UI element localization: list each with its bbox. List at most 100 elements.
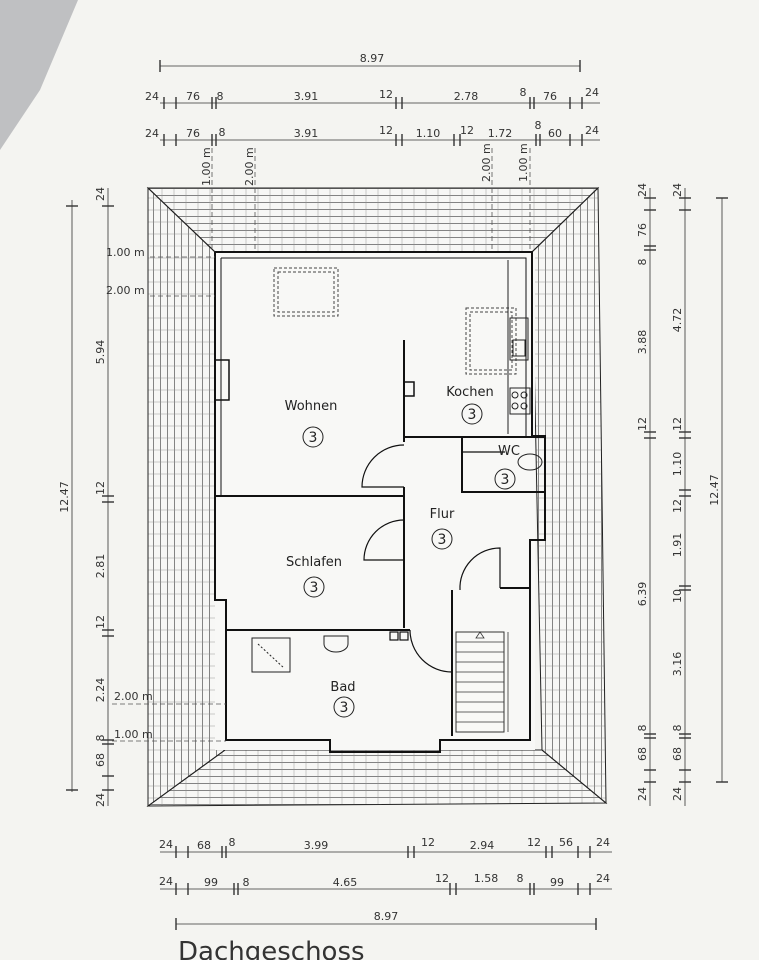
room-number-circle bbox=[431, 528, 453, 550]
dim-text: 24 bbox=[145, 127, 159, 140]
height-label-1m-bottom: 1.00 m bbox=[114, 728, 153, 741]
dim-text: 1.72 bbox=[488, 127, 513, 140]
page-shadow bbox=[0, 0, 78, 150]
wc-toilet-icon bbox=[517, 453, 543, 471]
dim-text: 99 bbox=[204, 876, 218, 889]
dim-text: 8 bbox=[636, 725, 649, 732]
stove-burner bbox=[520, 391, 528, 399]
height-label-2m-top: 2.00 m bbox=[243, 147, 256, 186]
dim-text: 76 bbox=[186, 90, 200, 103]
dim-text: 24 bbox=[671, 183, 684, 197]
stove-burner bbox=[520, 402, 528, 410]
sink-icon bbox=[509, 317, 529, 361]
dim-ticks bbox=[66, 60, 728, 930]
room-number: 3 bbox=[309, 430, 318, 446]
room-number-circle bbox=[494, 468, 516, 490]
dim-text: 12 bbox=[671, 417, 684, 431]
doors bbox=[361, 444, 505, 673]
outer-wall-inner-line bbox=[221, 257, 527, 438]
room-label: Kochen bbox=[446, 385, 493, 400]
dim-text: 3.16 bbox=[671, 652, 684, 677]
dim-text: 12.47 bbox=[58, 481, 71, 513]
room-number-circle bbox=[461, 403, 483, 425]
room-number: 3 bbox=[468, 407, 477, 423]
dim-text: 1.10 bbox=[416, 127, 441, 140]
staircase bbox=[455, 631, 509, 733]
dim-text: 24 bbox=[94, 793, 107, 807]
bath-fixtures bbox=[251, 453, 543, 673]
skylight-wohnen-inner bbox=[277, 271, 335, 313]
room-number: 3 bbox=[501, 472, 510, 488]
height-label-1m-left: 1.00 m bbox=[106, 246, 145, 259]
stove-burner bbox=[511, 391, 519, 399]
stove-icon bbox=[509, 387, 531, 415]
dim-text: 76 bbox=[636, 223, 649, 237]
height-lines bbox=[112, 148, 531, 742]
dim-text: 24 bbox=[636, 183, 649, 197]
dim-text: 60 bbox=[548, 127, 562, 140]
dim-text: 4.72 bbox=[671, 308, 684, 333]
pillar bbox=[399, 631, 409, 641]
room-flur: Flur 3 bbox=[430, 507, 455, 550]
dimension-texts-bottom: 24 68 8 3.99 12 2.94 12 56 24 24 99 8 4.… bbox=[159, 836, 610, 923]
room-label: Bad bbox=[330, 680, 355, 695]
height-label-2m-top-right: 2.00 m bbox=[480, 143, 493, 182]
skylights bbox=[273, 267, 517, 375]
dim-text: 68 bbox=[94, 753, 107, 767]
room-wohnen: Wohnen 3 bbox=[285, 399, 337, 448]
drawing-title: Dachgeschoss bbox=[178, 937, 365, 960]
roof-top-slope bbox=[146, 187, 600, 253]
roof-bottom-slope bbox=[146, 749, 608, 807]
interior-floor bbox=[215, 252, 535, 750]
dim-text: 8 bbox=[520, 86, 527, 99]
dim-text: 68 bbox=[636, 747, 649, 761]
dim-text: 12 bbox=[435, 872, 449, 885]
room-number: 3 bbox=[438, 532, 447, 548]
dim-text: 12 bbox=[636, 417, 649, 431]
dim-text: 2.24 bbox=[94, 678, 107, 703]
dimension-texts-left: 12.47 24 5.94 12 2.81 12 2.24 8 68 24 bbox=[58, 187, 107, 807]
dim-text: 12 bbox=[379, 88, 393, 101]
dim-text: 24 bbox=[671, 787, 684, 801]
room-number-circle bbox=[303, 576, 325, 598]
dimension-texts-right: 24 76 8 3.88 12 6.39 8 68 24 24 4.72 12 … bbox=[636, 183, 721, 801]
dim-text: 10 bbox=[671, 589, 684, 603]
dim-text: 6.39 bbox=[636, 582, 649, 607]
dim-text: 12 bbox=[94, 481, 107, 495]
door-swing-wohnen bbox=[361, 444, 405, 488]
walls bbox=[214, 251, 546, 753]
dim-text: 8 bbox=[229, 836, 236, 849]
room-number-circle bbox=[302, 426, 324, 448]
dim-text: 8 bbox=[517, 872, 524, 885]
dim-text: 24 bbox=[585, 124, 599, 137]
room-kochen: Kochen 3 bbox=[446, 385, 494, 425]
washbasin-icon bbox=[323, 635, 349, 653]
wall-wc bbox=[461, 437, 545, 493]
dim-text: 24 bbox=[596, 872, 610, 885]
dim-text: 3.99 bbox=[304, 839, 329, 852]
room-label: WC bbox=[498, 444, 520, 459]
dim-text: 76 bbox=[543, 90, 557, 103]
dim-text: 8.97 bbox=[360, 52, 385, 65]
room-bad: Bad 3 bbox=[330, 680, 356, 718]
dim-text: 12 bbox=[671, 499, 684, 513]
dim-text: 12.47 bbox=[708, 474, 721, 506]
dim-text: 5.94 bbox=[94, 340, 107, 365]
dim-text: 76 bbox=[186, 127, 200, 140]
skylight-wohnen bbox=[273, 267, 339, 317]
pillar bbox=[403, 381, 415, 397]
room-label: Schlafen bbox=[286, 555, 342, 570]
room-number: 3 bbox=[340, 700, 349, 716]
dim-text: 24 bbox=[94, 187, 107, 201]
door-swing-flur bbox=[459, 547, 501, 591]
dim-text: 8 bbox=[219, 126, 226, 139]
stove-burner bbox=[511, 402, 519, 410]
height-label-1m-top: 1.00 m bbox=[200, 147, 213, 186]
dim-text: 3.91 bbox=[294, 127, 319, 140]
roof bbox=[146, 186, 608, 807]
hip-line bbox=[147, 749, 226, 807]
dim-text: 1.58 bbox=[474, 872, 499, 885]
room-label: Flur bbox=[430, 507, 455, 522]
dim-text: 8 bbox=[535, 119, 542, 132]
dim-text: 2.78 bbox=[454, 90, 479, 103]
